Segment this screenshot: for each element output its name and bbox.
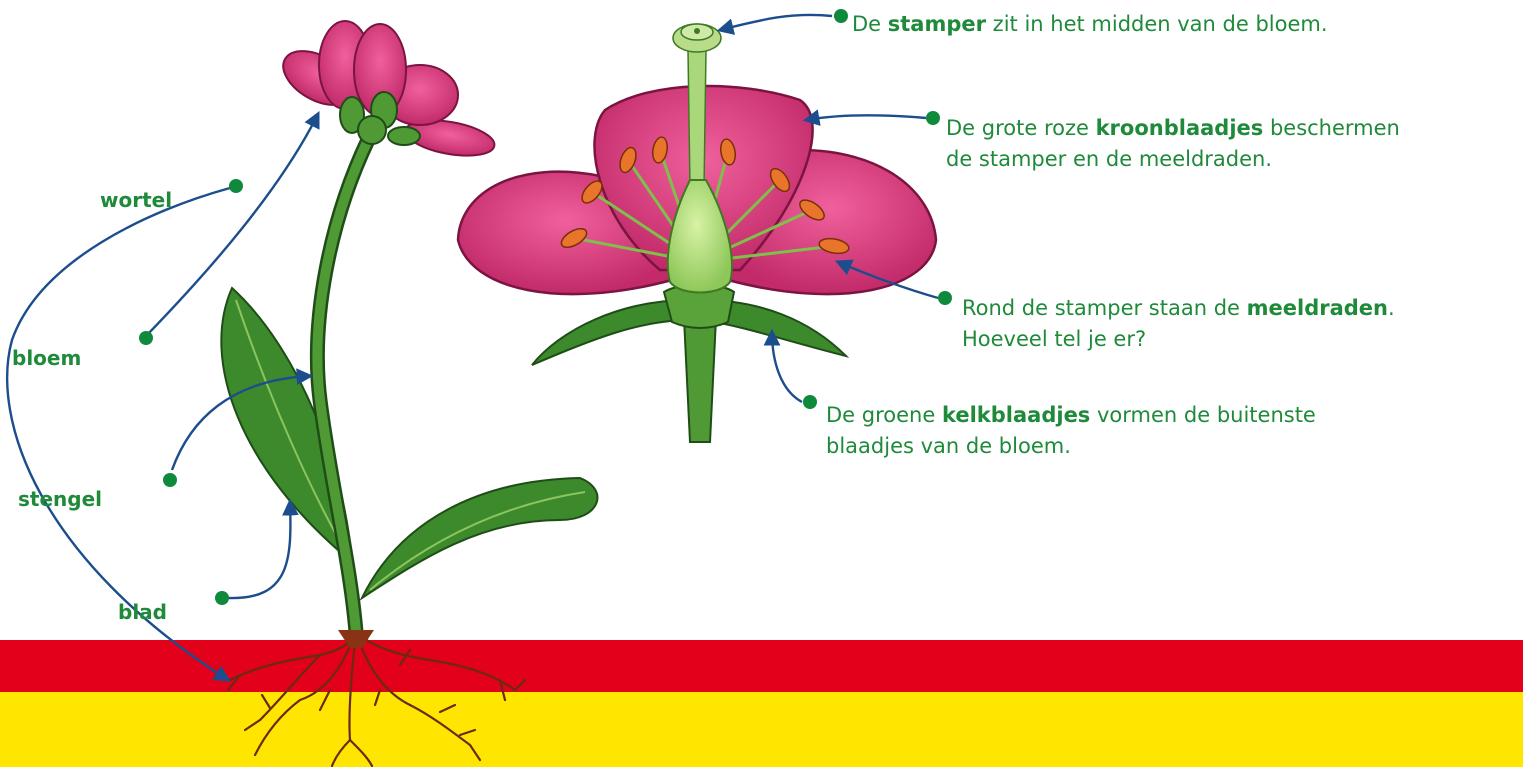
desc-meeldraden-post: . — [1388, 296, 1395, 320]
desc-kelkblaadjes: De groene kelkblaadjes vormen de buitens… — [826, 400, 1316, 462]
dot-kroonblaadjes — [926, 111, 940, 125]
dot-stamper — [834, 9, 848, 23]
desc-kroonblaadjes-line1: De grote roze kroonblaadjes beschermen — [946, 113, 1400, 144]
dot-wortel — [229, 179, 243, 193]
label-wortel: wortel — [100, 188, 172, 212]
arrow-kroonblaadjes — [806, 115, 926, 120]
desc-kroonblaadjes-line2: de stamper en de meeldraden. — [946, 144, 1400, 175]
yellow-band — [0, 692, 1523, 767]
term-stamper: stamper — [888, 12, 986, 36]
desc-stamper-pre: De — [852, 12, 888, 36]
desc-stamper: De stamper zit in het midden van de bloe… — [852, 9, 1328, 40]
desc-meeldraden-line1: Rond de stamper staan de meeldraden. — [962, 293, 1395, 324]
desc-meeldraden-pre: Rond de stamper staan de — [962, 296, 1247, 320]
desc-kroonblaadjes-pre: De grote roze — [946, 116, 1096, 140]
arrow-stamper — [720, 15, 832, 30]
desc-kelkblaadjes-line1: De groene kelkblaadjes vormen de buitens… — [826, 400, 1316, 431]
desc-meeldraden-line2: Hoeveel tel je er? — [962, 324, 1395, 355]
desc-kelkblaadjes-line2: blaadjes van de bloem. — [826, 431, 1316, 462]
dot-blad — [215, 591, 229, 605]
term-kelkblaadjes: kelkblaadjes — [942, 403, 1090, 427]
arrow-blad — [228, 502, 290, 598]
desc-stamper-post: zit in het midden van de bloem. — [986, 12, 1328, 36]
term-meeldraden: meeldraden — [1247, 296, 1388, 320]
label-bloem: bloem — [12, 346, 81, 370]
label-stengel: stengel — [18, 487, 102, 511]
desc-kelkblaadjes-post: vormen de buitenste — [1090, 403, 1316, 427]
pistil-stigma — [673, 24, 721, 52]
desc-meeldraden: Rond de stamper staan de meeldraden. Hoe… — [962, 293, 1395, 355]
pistil-style — [688, 50, 706, 190]
desc-kelkblaadjes-pre: De groene — [826, 403, 942, 427]
dot-kelkblaadjes — [803, 395, 817, 409]
dot-meeldraden — [938, 291, 952, 305]
label-blad: blad — [118, 600, 167, 624]
dot-bloem — [139, 331, 153, 345]
dot-stengel — [163, 473, 177, 487]
detail-stalk — [684, 318, 716, 442]
red-band — [0, 640, 1523, 692]
desc-kroonblaadjes-post: beschermen — [1263, 116, 1400, 140]
term-kroonblaadjes: kroonblaadjes — [1096, 116, 1264, 140]
desc-kroonblaadjes: De grote roze kroonblaadjes beschermen d… — [946, 113, 1400, 175]
